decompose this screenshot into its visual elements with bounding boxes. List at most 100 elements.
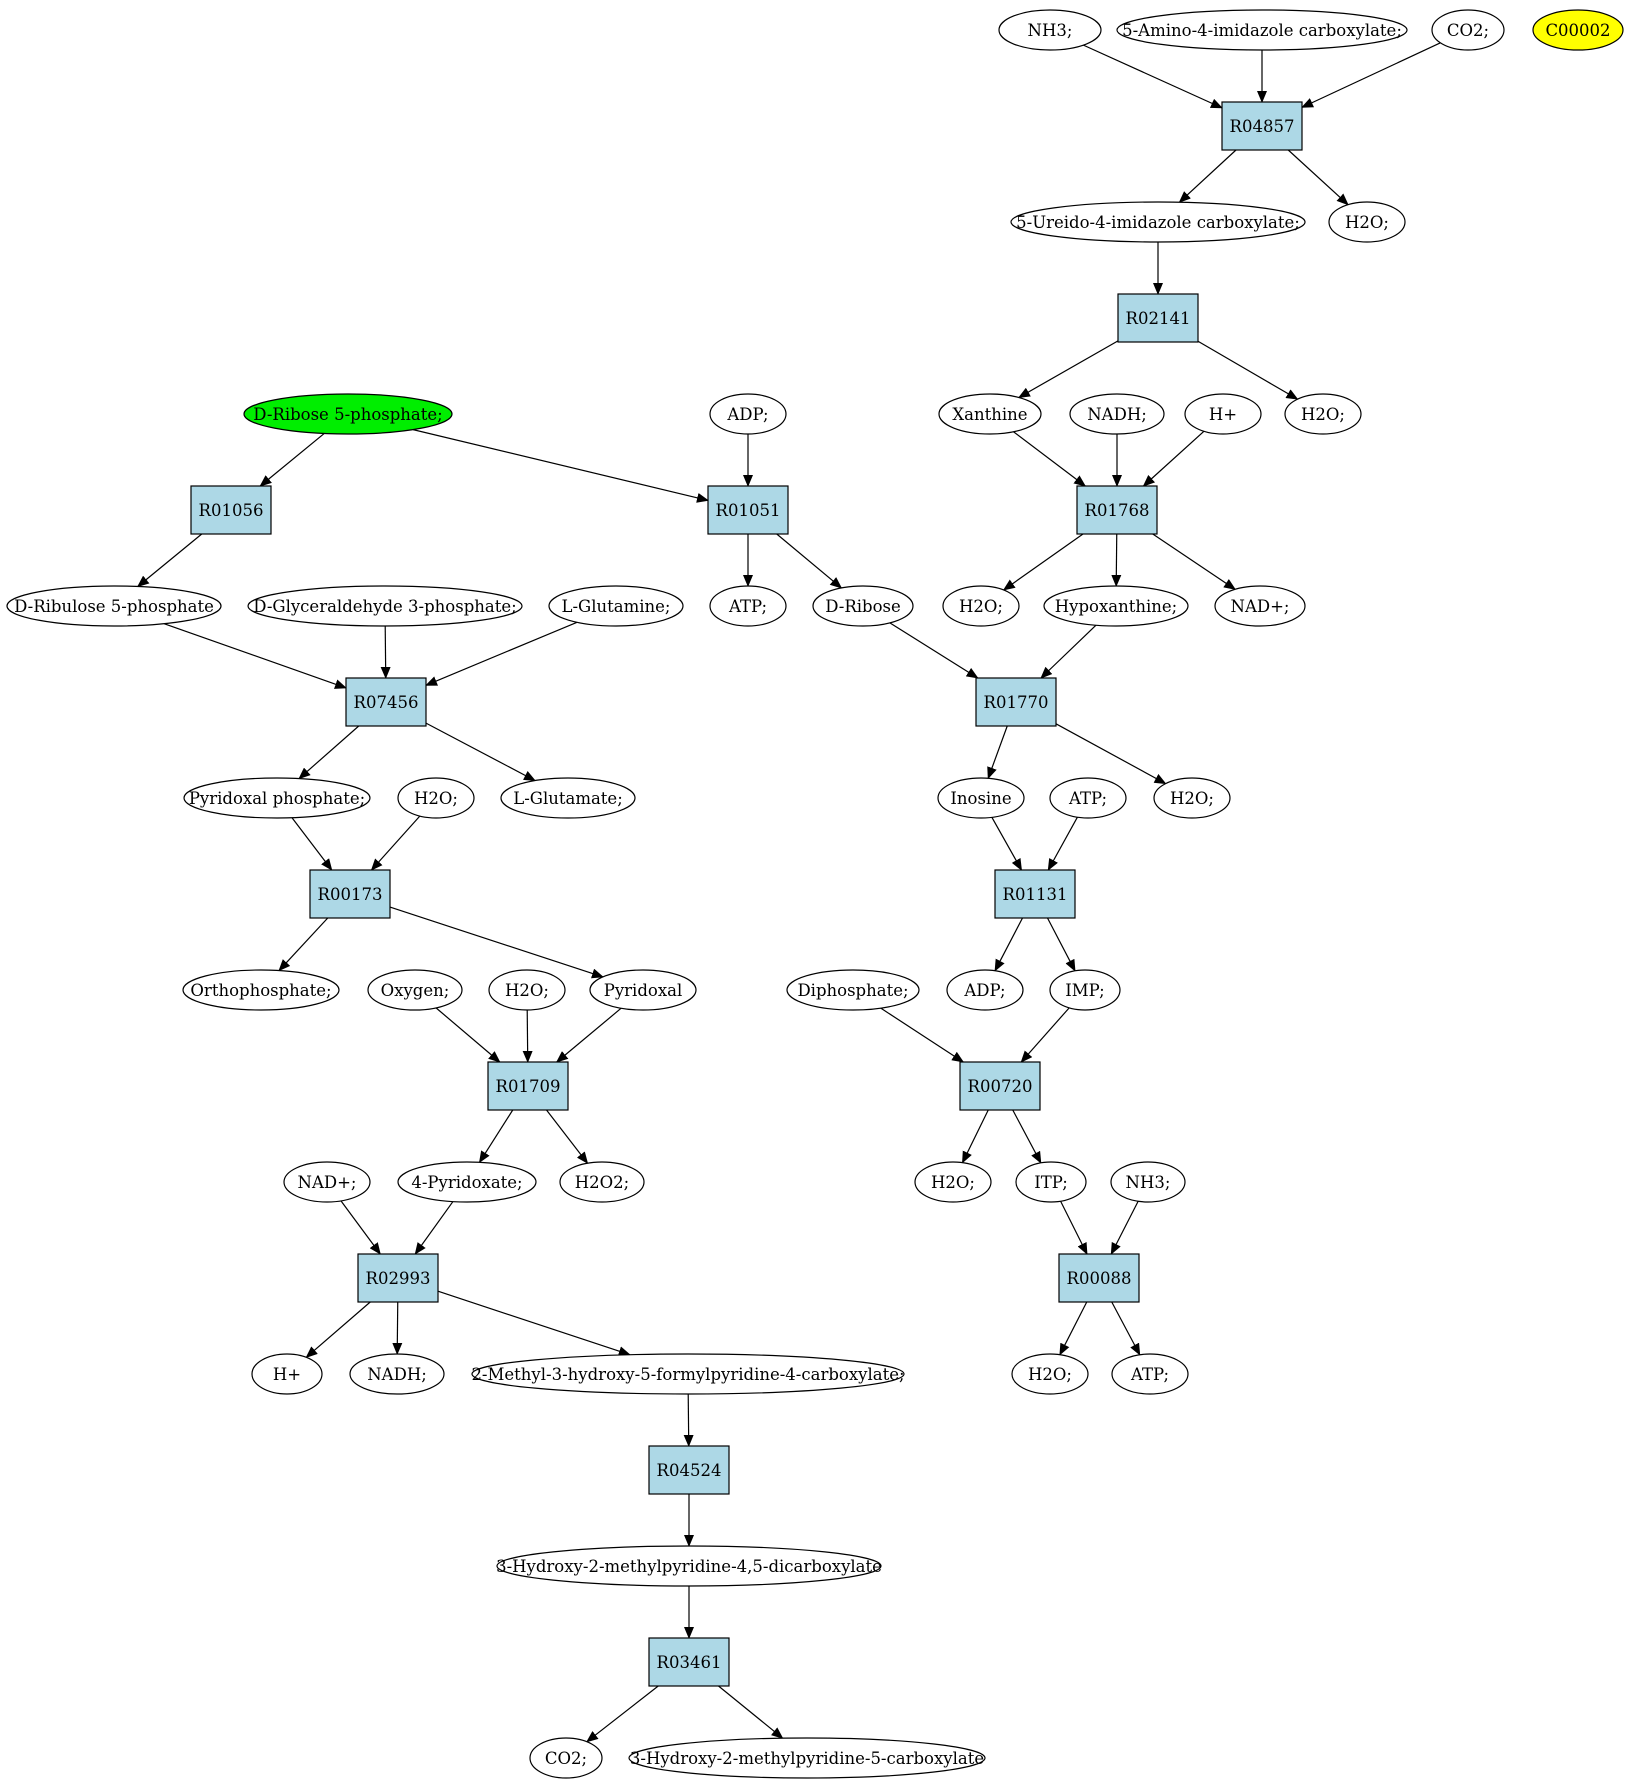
edge-arrow [435,1007,501,1063]
compound-node-2-methyl-3-hydroxy-5-formylpyridine-4-carboxylate[interactable]: 2-Methyl-3-hydroxy-5-formylpyridine-4-ca… [471,1353,905,1395]
compound-node-c00002[interactable]: C00002 [1532,9,1624,51]
edge-arrow [880,1007,965,1063]
reaction-label: R01770 [984,693,1049,712]
compound-node-imp[interactable]: IMP; [1049,969,1121,1011]
compound-ellipse [397,1161,537,1203]
reaction-label: R00720 [968,1077,1033,1096]
compound-node-h2o[interactable]: H2O; [1284,393,1362,435]
reaction-node-r04857[interactable]: R04857 [1221,101,1303,151]
compound-node-5-amino-4-imidazole-carboxylate[interactable]: 5-Amino-4-imidazole carboxylate; [1116,9,1408,51]
compound-node-atp[interactable]: ATP; [1111,1353,1189,1395]
compound-node-d-glyceraldehyde-3-phosphate[interactable]: D-Glyceraldehyde 3-phosphate; [247,585,523,627]
compound-node-3-hydroxy-2-methylpyridine-5-carboxylate[interactable]: 3-Hydroxy-2-methylpyridine-5-carboxylate [628,1737,986,1779]
reaction-node-r03461[interactable]: R03461 [648,1637,730,1687]
reaction-node-r01131[interactable]: R01131 [994,869,1076,919]
compound-node-3-hydroxy-2-methylpyridine-4-5-dicarboxylate[interactable]: 3-Hydroxy-2-methylpyridine-4,5-dicarboxy… [496,1545,882,1587]
compound-label: 3-Hydroxy-2-methylpyridine-5-carboxylate [630,1749,984,1768]
compound-node-co2[interactable]: CO2; [529,1737,603,1779]
compound-ellipse [1015,1161,1087,1203]
reaction-label: R01056 [199,501,264,520]
compound-label: H2O; [1301,405,1345,424]
compound-label: NH3; [1126,1173,1171,1192]
compound-node-h2o[interactable]: H2O; [914,1161,992,1203]
compound-node-adp[interactable]: ADP; [946,969,1024,1011]
reaction-node-r04524[interactable]: R04524 [648,1445,730,1495]
compound-node-h2o[interactable]: H2O; [1328,201,1406,243]
compound-ellipse [559,1161,645,1203]
compound-node-l-glutamine[interactable]: L-Glutamine; [548,585,684,627]
reaction-node-r00088[interactable]: R00088 [1058,1253,1140,1303]
reaction-node-r01770[interactable]: R01770 [975,677,1057,727]
compound-node-oxygen[interactable]: Oxygen; [367,969,463,1011]
compound-node-atp[interactable]: ATP; [709,585,787,627]
reaction-node-r01709[interactable]: R01709 [487,1061,569,1111]
edge-arrow [1152,533,1236,590]
compound-node-nh3[interactable]: NH3; [1110,1161,1186,1203]
compound-label: NAD+; [298,1173,357,1192]
compound-node-hypoxanthine[interactable]: Hypoxanthine; [1043,585,1189,627]
reaction-node-r00720[interactable]: R00720 [959,1061,1041,1111]
compound-label: NADH; [367,1365,427,1384]
reaction-node-r07456[interactable]: R07456 [345,677,427,727]
compound-node-h2o[interactable]: H2O; [1011,1353,1089,1395]
edge-arrow [1046,917,1076,972]
compound-node-d-ribulose-5-phosphate[interactable]: D-Ribulose 5-phosphate [6,585,222,627]
compound-node-pyridoxal[interactable]: Pyridoxal [589,969,697,1011]
edge-arrow [1012,1109,1042,1164]
edge-arrow [291,817,333,871]
compound-node-d-ribose-5-phosphate[interactable]: D-Ribose 5-phosphate; [243,393,453,435]
compound-node-l-glutamate[interactable]: L-Glutamate; [500,777,636,819]
compound-ellipse [471,1353,905,1395]
compound-label: Hypoxanthine; [1055,597,1177,616]
reaction-node-r00173[interactable]: R00173 [309,869,391,919]
compound-node-co2[interactable]: CO2; [1431,9,1505,51]
compound-ellipse [1010,201,1306,243]
compound-ellipse [937,777,1025,819]
reaction-node-r01056[interactable]: R01056 [190,485,272,535]
edge-arrow [586,1685,659,1743]
reaction-box [309,869,391,919]
edge-arrow [1047,816,1078,871]
compound-node-h2o2[interactable]: H2O2; [559,1161,645,1203]
compound-label: CO2; [1447,21,1489,40]
compound-label: H+ [1209,405,1237,424]
compound-node-diphosphate[interactable]: Diphosphate; [786,969,920,1011]
compound-node-h[interactable]: H+ [1184,393,1262,435]
compound-node-h[interactable]: H+ [251,1353,323,1395]
compound-node-4-pyridoxate[interactable]: 4-Pyridoxate; [397,1161,537,1203]
compound-node-h2o[interactable]: H2O; [1153,777,1231,819]
compound-label: L-Glutamine; [562,597,671,616]
reaction-node-r02141[interactable]: R02141 [1117,293,1199,343]
compound-node-h2o[interactable]: H2O; [942,585,1020,627]
compound-ellipse [283,1161,371,1203]
reaction-label: R00173 [318,885,383,904]
compound-label: ATP; [1068,789,1107,808]
compound-node-h2o[interactable]: H2O; [397,777,475,819]
compound-node-d-ribose[interactable]: D-Ribose [812,585,914,627]
compound-ellipse [1284,393,1362,435]
compound-label: Oxygen; [381,981,450,1000]
reaction-node-r02993[interactable]: R02993 [357,1253,439,1303]
compound-node-xanthine[interactable]: Xanthine [938,393,1042,435]
compound-node-pyridoxal-phosphate[interactable]: Pyridoxal phosphate; [183,777,371,819]
edge-arrow [683,1393,694,1447]
compound-label: IMP; [1065,981,1105,1000]
compound-node-nh3[interactable]: NH3; [998,9,1102,51]
compound-node-h2o[interactable]: H2O; [488,969,566,1011]
reaction-box [1058,1253,1140,1303]
edge-arrow [305,1301,371,1358]
reaction-node-r01051[interactable]: R01051 [707,485,789,535]
compound-node-nad[interactable]: NAD+; [1214,585,1306,627]
edge-arrow [425,722,536,782]
compound-node-nadh[interactable]: NADH; [1069,393,1165,435]
compound-node-itp[interactable]: ITP; [1015,1161,1087,1203]
compound-node-5-ureido-4-imidazole-carboxylate[interactable]: 5-Ureido-4-imidazole carboxylate; [1010,201,1306,243]
compound-node-nadh[interactable]: NADH; [349,1353,445,1395]
compound-node-atp[interactable]: ATP; [1049,777,1127,819]
compound-node-nad[interactable]: NAD+; [283,1161,371,1203]
reaction-box [190,485,272,535]
compound-node-inosine[interactable]: Inosine [937,777,1025,819]
compound-node-orthophosphate[interactable]: Orthophosphate; [182,969,340,1011]
compound-node-adp[interactable]: ADP; [709,393,787,435]
reaction-node-r01768[interactable]: R01768 [1076,485,1158,535]
